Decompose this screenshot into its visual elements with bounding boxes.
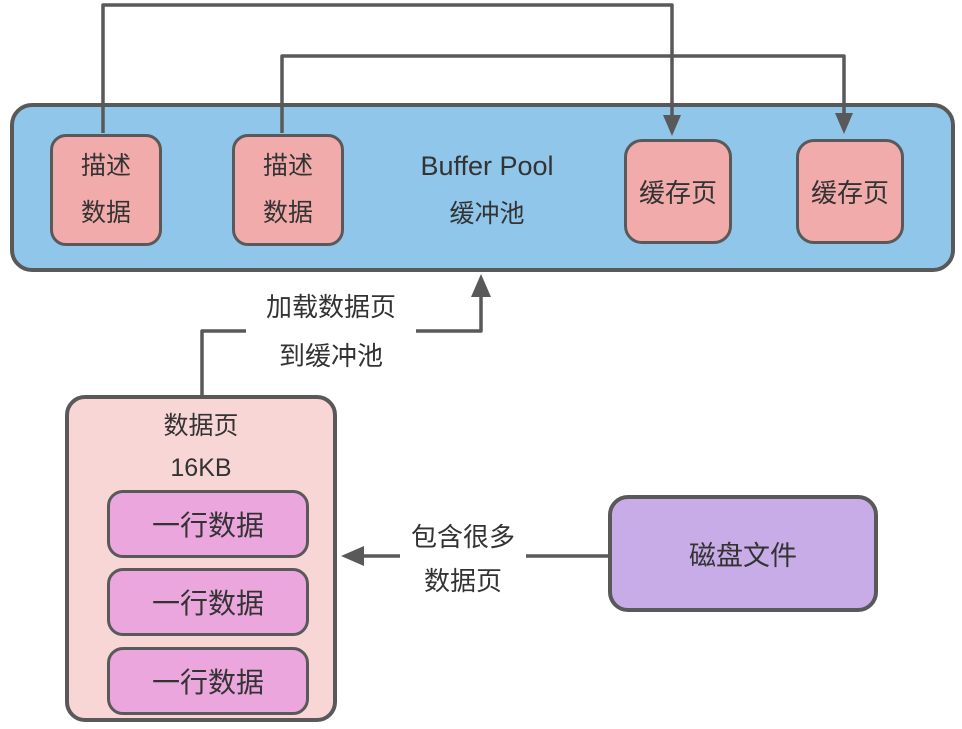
buffer-pool-title-en: Buffer Pool xyxy=(420,151,554,181)
arrowhead-left-datapage-icon xyxy=(341,546,364,566)
arrowhead-up-bufferpool-icon xyxy=(471,274,491,297)
buffer-pool-title-zh: 缓冲池 xyxy=(449,200,525,228)
data-row-3: 一行数据 xyxy=(107,647,309,715)
data-row-label: 一行数据 xyxy=(151,510,264,541)
load-arrow-label-line1: 加载数据页 xyxy=(265,292,396,322)
buffer-pool-box: 描述 数据 描述 数据 Buffer Pool 缓冲池 缓存页 缓存页 xyxy=(10,103,955,272)
describe-data-block-1: 描述 数据 xyxy=(50,134,162,246)
data-row-label: 一行数据 xyxy=(151,588,264,619)
buffer-pool-title: Buffer Pool 缓冲池 xyxy=(387,134,587,246)
describe-data-line: 数据 xyxy=(80,199,131,227)
load-arrow-label: 加载数据页 到缓冲池 xyxy=(246,286,416,378)
data-row-1: 一行数据 xyxy=(107,490,309,558)
data-page-box: 数据页 16KB 一行数据 一行数据 一行数据 xyxy=(65,395,337,722)
disk-file-box: 磁盘文件 xyxy=(608,495,878,612)
contain-arrow-label-line2: 数据页 xyxy=(423,566,502,596)
describe-data-line: 描述 xyxy=(262,152,313,180)
contain-arrow-label-line1: 包含很多 xyxy=(410,522,515,552)
data-page-size: 16KB xyxy=(170,454,232,482)
cache-page-block-2: 缓存页 xyxy=(796,139,904,244)
describe-data-block-2: 描述 数据 xyxy=(232,134,344,246)
cache-page-block-1: 缓存页 xyxy=(624,139,732,244)
cache-page-label: 缓存页 xyxy=(638,178,717,208)
load-arrow-label-line2: 到缓冲池 xyxy=(278,341,383,371)
data-page-title: 数据页 xyxy=(163,412,239,440)
describe-data-line: 数据 xyxy=(262,199,313,227)
contain-arrow-label: 包含很多 数据页 xyxy=(400,515,526,603)
data-row-2: 一行数据 xyxy=(107,568,309,636)
describe-data-line: 描述 xyxy=(80,152,131,180)
data-page-header: 数据页 16KB xyxy=(69,405,333,489)
disk-file-label: 磁盘文件 xyxy=(689,541,797,571)
data-row-label: 一行数据 xyxy=(151,667,264,698)
cache-page-label: 缓存页 xyxy=(810,178,889,208)
